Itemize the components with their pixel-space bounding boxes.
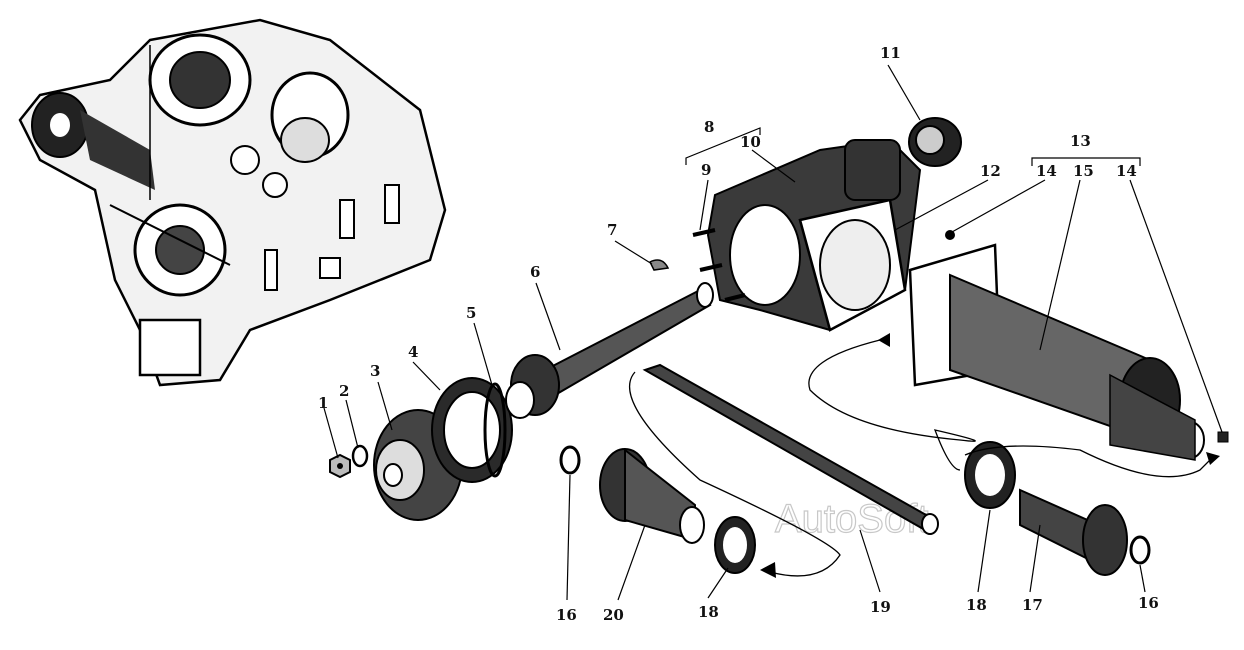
label-19: 19: [870, 598, 891, 616]
label-20: 20: [603, 606, 624, 624]
part-17-gear-sleeve: [1019, 488, 1128, 576]
label-2: 2: [339, 382, 349, 400]
label-9: 9: [701, 161, 711, 179]
label-8: 8: [704, 118, 714, 136]
part-1-nut: [329, 453, 351, 479]
part-11-bearing: [908, 117, 962, 167]
part-5-ring: [483, 382, 507, 478]
part-10-housing: [706, 138, 922, 332]
part-20-sprocket-sleeve: [599, 447, 705, 544]
label-3: 3: [370, 362, 380, 380]
label-1: 1: [318, 394, 328, 412]
part-15-tube: [908, 243, 1205, 461]
part-16-snap-ring-right: [1129, 535, 1151, 565]
label-18-left: 18: [698, 603, 719, 621]
part-6-shaft: [505, 282, 714, 419]
label-6: 6: [530, 263, 540, 281]
part-14-plug-left: [945, 230, 955, 240]
label-11: 11: [880, 44, 901, 62]
label-12: 12: [980, 162, 1001, 180]
assembly-arrows: [628, 333, 1220, 578]
gearbox-housing: [18, 18, 447, 387]
label-17: 17: [1022, 596, 1043, 614]
part-14-plug-right: [1217, 431, 1229, 443]
label-14-left: 14: [1036, 162, 1057, 180]
leader-lines: [323, 64, 1223, 601]
label-13: 13: [1070, 132, 1091, 150]
label-15: 15: [1073, 162, 1094, 180]
label-4: 4: [408, 343, 418, 361]
part-16-snap-ring-left: [559, 445, 581, 475]
label-10: 10: [740, 133, 761, 151]
part-9-studs: [692, 228, 746, 302]
part-3-hub: [373, 409, 463, 521]
label-16-left: 16: [556, 606, 577, 624]
label-16-right: 16: [1138, 594, 1159, 612]
part-7-key: [648, 259, 670, 271]
label-14-right: 14: [1116, 162, 1137, 180]
part-19-long-shaft: [642, 363, 939, 535]
part-18-washer-right: [964, 441, 1016, 509]
label-18-right: 18: [966, 596, 987, 614]
part-2-lock-washer: [351, 444, 369, 468]
label-5: 5: [466, 304, 476, 322]
bracket-8: [685, 127, 761, 165]
label-7: 7: [607, 221, 617, 239]
part-18-washer-left: [714, 516, 756, 574]
bracket-13: [1031, 157, 1141, 166]
